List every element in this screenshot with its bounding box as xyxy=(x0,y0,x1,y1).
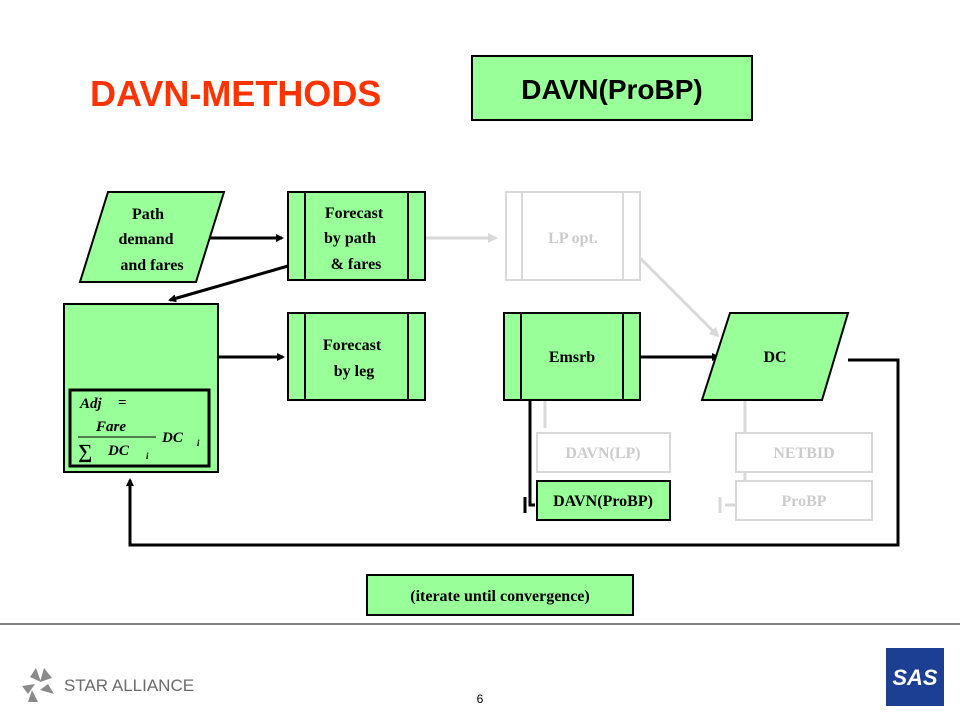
method-box: DAVN(ProBP) xyxy=(471,55,753,121)
star-alliance-logo: STAR ALLIANCE xyxy=(22,668,194,702)
path-demand-line2: demand xyxy=(118,231,173,248)
formula-dc-right: DC xyxy=(161,430,184,446)
lp-opt-label: LP opt. xyxy=(548,230,598,247)
netbid-node: NETBID xyxy=(735,432,873,473)
dc-label: DC xyxy=(763,349,786,366)
formula-fare: Fare xyxy=(95,419,126,435)
formula-eq: = xyxy=(118,395,127,411)
emsrb-node: Emsrb xyxy=(503,312,641,401)
adjustment-node: Adj = Fare ∑ DC i DC i xyxy=(63,303,219,473)
sas-logo: SAS xyxy=(886,648,944,706)
forecast-leg-line2: by leg xyxy=(334,363,374,380)
page-number: 6 xyxy=(477,692,484,706)
formula-dc: DC xyxy=(107,443,130,459)
path-demand-node: Path demand and fares xyxy=(78,191,226,283)
star-alliance-icon xyxy=(22,668,54,702)
forecast-path-line3: & fares xyxy=(331,256,382,273)
iterate-label: (iterate until convergence) xyxy=(410,588,589,605)
emsrb-label: Emsrb xyxy=(549,349,595,366)
davn-lp-label: DAVN(LP) xyxy=(565,445,640,462)
probp-node: ProBP xyxy=(735,480,873,521)
connectors xyxy=(126,234,900,547)
formula-i: i xyxy=(146,451,149,461)
slide-title: DAVN-METHODS xyxy=(90,73,381,114)
probp-label: ProBP xyxy=(781,493,826,510)
sas-logo-text: SAS xyxy=(892,665,938,690)
dc-node: DC xyxy=(700,312,850,401)
forecast-path-line2: by path xyxy=(324,230,376,247)
svg-text:Forecast by leg: Forecast by leg xyxy=(323,337,385,380)
formula-sum: ∑ xyxy=(78,441,92,463)
svg-text:Forecast by path &: Forecast by path & fares xyxy=(324,205,387,273)
forecast-path-line1: Forecast xyxy=(325,205,384,222)
iterate-node: (iterate until convergence) xyxy=(366,574,634,616)
svg-text:Path demand and fa: Path demand and fares xyxy=(118,206,183,274)
davn-probp-node: DAVN(ProBP) xyxy=(536,480,671,521)
formula-i-right: i xyxy=(197,438,200,448)
davn-probp-label: DAVN(ProBP) xyxy=(553,493,653,510)
davn-lp-node: DAVN(LP) xyxy=(536,432,671,473)
netbid-label: NETBID xyxy=(773,445,834,462)
path-demand-line1: Path xyxy=(132,206,164,223)
star-alliance-text: STAR ALLIANCE xyxy=(64,676,194,695)
forecast-path-node: Forecast by path & fares xyxy=(287,191,426,281)
forecast-leg-node: Forecast by leg xyxy=(287,312,426,401)
path-demand-line3: and fares xyxy=(120,257,183,274)
forecast-leg-line1: Forecast xyxy=(323,337,382,354)
lp-opt-node: LP opt. xyxy=(505,191,641,281)
formula-adj: Adj xyxy=(79,396,103,412)
method-box-label: DAVN(ProBP) xyxy=(521,74,702,105)
